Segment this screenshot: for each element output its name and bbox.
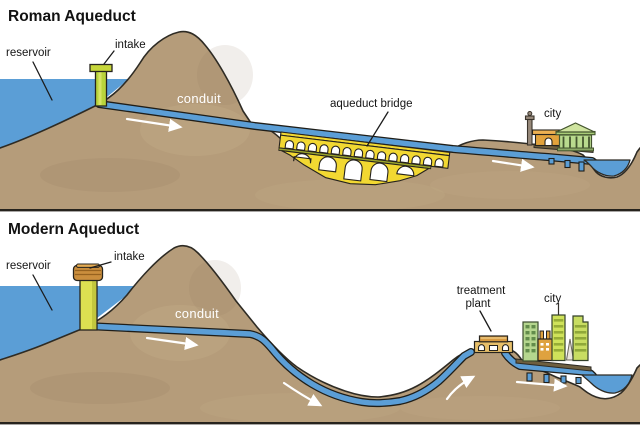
treatment-plant-leader-line <box>479 310 492 332</box>
intake-leader-line <box>103 50 115 65</box>
roman-city <box>524 111 596 154</box>
modern-reservoir-water <box>0 286 139 360</box>
roman-reservoir-label: reservoir <box>6 47 51 59</box>
treatment-plant-label-line1: treatment <box>457 285 506 297</box>
modern-city-label: city <box>544 293 562 305</box>
roman-city-label: city <box>544 108 562 120</box>
treatment-plant-label-line2: plant <box>466 298 492 310</box>
modern-intake-leader-line <box>89 261 112 269</box>
modern-conduit-channel <box>83 322 475 408</box>
flow-arrow-city <box>515 378 568 392</box>
roman-intake-tower <box>89 63 113 107</box>
city-building-green-windows <box>522 321 539 362</box>
city-stepped-tower <box>572 315 589 362</box>
roman-channel-piers <box>548 157 585 172</box>
reservoir-leader-line <box>32 61 53 101</box>
treatment-plant <box>473 335 514 354</box>
roman-aqueduct-bridge <box>278 131 451 186</box>
roman-temple <box>555 122 596 152</box>
city-tower-antenna <box>551 303 566 362</box>
modern-city-platform <box>515 358 592 372</box>
roman-panel-bottom-border <box>0 209 640 212</box>
bridge-leader-line <box>366 111 389 147</box>
bridge-small-arches <box>284 140 444 168</box>
modern-terrain-outline <box>0 244 640 400</box>
modern-aqueduct-panel: Modern Aqueduct reservoir intake conduit… <box>0 221 640 425</box>
modern-panel-title: Modern Aqueduct <box>8 221 139 238</box>
roman-terrain <box>0 31 640 209</box>
modern-intake-tower <box>72 263 104 331</box>
modern-reservoir-label: reservoir <box>6 260 51 272</box>
bridge-large-arches <box>293 153 415 183</box>
flow-arrow-downslope <box>282 381 323 407</box>
modern-reservoir-leader-line <box>32 274 53 311</box>
flow-arrow-upper-conduit <box>145 336 199 350</box>
aqueduct-bridge-label: aqueduct bridge <box>330 98 412 110</box>
roman-panel-title: Roman Aqueduct <box>8 8 136 25</box>
modern-intake-label: intake <box>114 251 145 263</box>
modern-city <box>515 303 592 372</box>
modern-bay-water <box>581 374 633 394</box>
roman-terrain-texture <box>40 45 590 211</box>
modern-terrain <box>0 245 640 422</box>
city-spire-monument <box>565 338 575 361</box>
modern-panel-bottom-border <box>0 422 640 425</box>
roman-conduit-label: conduit <box>177 91 221 106</box>
modern-conduit-label: conduit <box>175 306 219 321</box>
flow-arrow-city <box>491 158 535 172</box>
flow-arrow-conduit <box>125 117 183 132</box>
victory-column <box>524 111 535 146</box>
flow-arrow-uphill <box>445 375 476 401</box>
roman-intake-label: intake <box>115 39 146 51</box>
city-factory-building <box>537 330 554 362</box>
roman-bay-water <box>583 159 631 177</box>
roman-aqueduct-panel: Roman Aqueduct reservoir intake conduit … <box>0 8 640 212</box>
